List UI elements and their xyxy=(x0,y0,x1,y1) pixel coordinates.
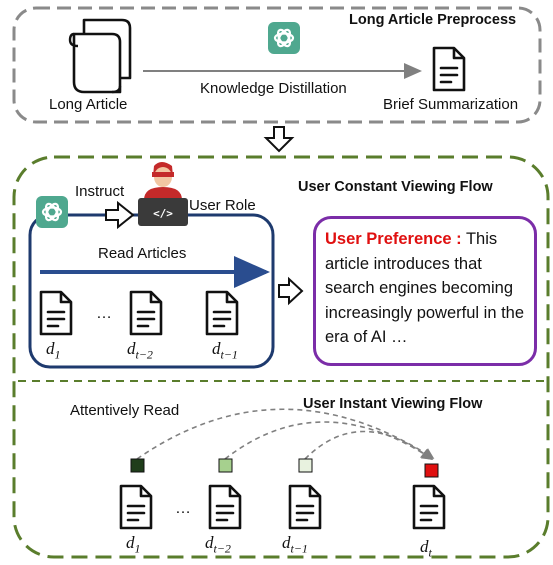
instruct-hollow-arrow xyxy=(105,200,135,230)
constant-ellipsis: … xyxy=(96,305,112,322)
preference-hollow-arrow xyxy=(278,276,304,306)
attention-square-d1 xyxy=(130,458,145,473)
instant-doc-t-2-icon xyxy=(208,484,242,530)
hollow-down-arrow xyxy=(263,126,295,153)
instant-doc-1-label: d1 xyxy=(126,533,141,556)
attention-arc-2 xyxy=(224,421,434,460)
constant-doc-t-2-icon xyxy=(129,290,163,336)
constant-doc-t-2-label: dt−2 xyxy=(127,339,153,362)
instant-doc-t-icon xyxy=(412,484,446,530)
instant-flow-title: User Instant Viewing Flow xyxy=(303,396,483,412)
constant-doc-1-icon xyxy=(39,290,73,336)
attentively-read-label: Attentively Read xyxy=(70,402,180,419)
viewing-flow-box xyxy=(12,155,550,559)
knowledge-distillation-label: Knowledge Distillation xyxy=(200,80,347,97)
instruct-label: Instruct xyxy=(75,183,125,200)
user-preference-box: User Preference : This article introduce… xyxy=(313,216,537,366)
attention-square-dt xyxy=(424,463,439,478)
instant-doc-t-label: dt xyxy=(420,537,432,560)
long-article-scroll-icon xyxy=(68,18,132,94)
openai-icon-instruct xyxy=(34,194,70,230)
read-articles-label: Read Articles xyxy=(98,245,187,262)
constant-flow-title: User Constant Viewing Flow xyxy=(298,179,493,195)
user-preference-heading: User Preference : xyxy=(325,230,462,248)
svg-text:</>: </> xyxy=(153,207,173,220)
attention-square-dt-1 xyxy=(298,458,313,473)
instant-doc-1-icon xyxy=(119,484,153,530)
instant-ellipsis: … xyxy=(175,500,191,517)
openai-icon-preprocess xyxy=(266,20,302,56)
brief-summarization-label: Brief Summarization xyxy=(383,96,519,113)
constant-doc-1-label: d1 xyxy=(46,339,61,362)
user-role-icon: </> xyxy=(138,162,188,226)
long-article-label: Long Article xyxy=(49,96,128,113)
instant-doc-t-1-icon xyxy=(288,484,322,530)
user-role-label: User Role xyxy=(189,197,256,214)
preprocess-title: Long Article Preprocess xyxy=(349,12,517,28)
attention-arc-3 xyxy=(304,430,433,460)
instant-doc-t-2-label: dt−2 xyxy=(205,533,231,556)
attention-arc-1 xyxy=(136,408,435,460)
constant-doc-t-1-icon xyxy=(205,290,239,336)
user-preference-text: This article introduces that search engi… xyxy=(325,230,525,346)
summary-document-icon xyxy=(432,46,466,92)
instant-doc-t-1-label: dt−1 xyxy=(282,533,308,556)
preprocess-box xyxy=(12,6,542,124)
attention-square-dt-2 xyxy=(218,458,233,473)
constant-doc-t-1-label: dt−1 xyxy=(212,339,238,362)
